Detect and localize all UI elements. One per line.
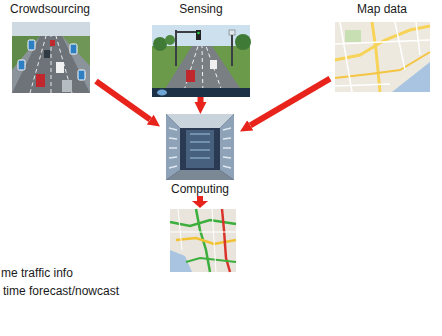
sensor-road-photo (152, 25, 251, 97)
flow-arrow (198, 97, 204, 102)
image-node: Crowdsourcing (4, 2, 96, 95)
flow-arrow (96, 81, 150, 119)
highway-photo (12, 22, 90, 93)
traffic-map (170, 209, 236, 272)
image-node: Computing (160, 114, 240, 196)
image-heading: Map data (355, 2, 409, 16)
flow-arrow (250, 79, 330, 126)
image-heading: Computing (169, 182, 231, 196)
server-room-photo (166, 114, 234, 180)
image-heading: Sensing (177, 2, 224, 16)
output-note: time forecast/nowcast (3, 284, 119, 298)
red-arrow (192, 196, 208, 208)
image-heading: Crowdsourcing (8, 2, 92, 16)
image-node: Sensing (150, 2, 252, 97)
output-note: me traffic info (1, 266, 73, 280)
image-node: Map data (330, 2, 434, 94)
map-tile (335, 22, 430, 92)
